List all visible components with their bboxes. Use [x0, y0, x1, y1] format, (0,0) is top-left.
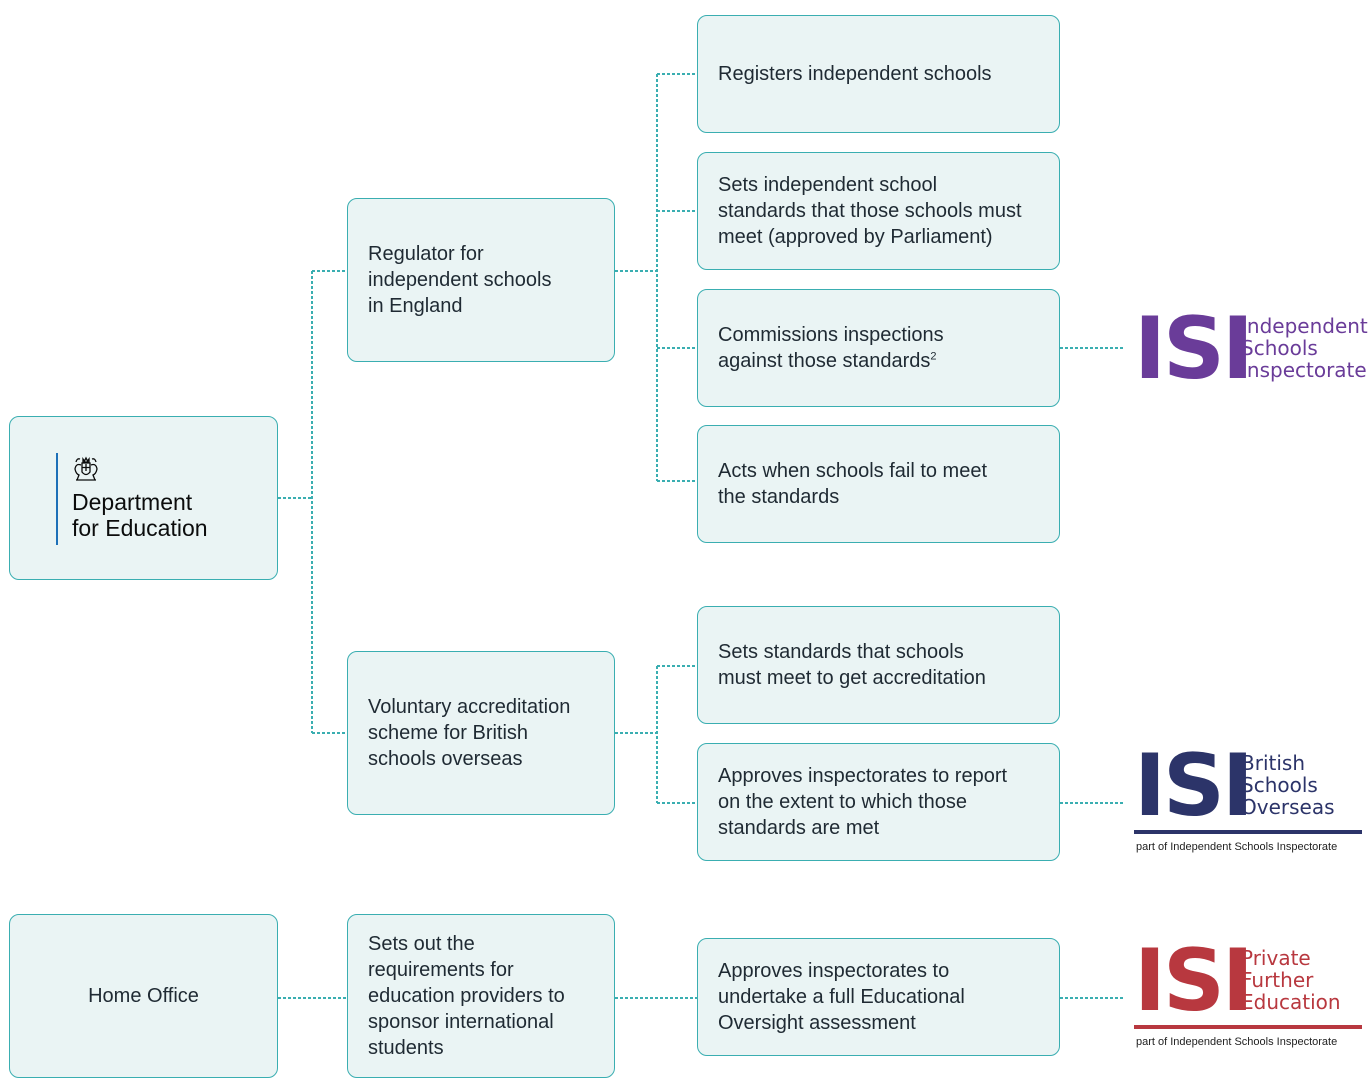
bso-subtitle: part of Independent Schools Inspectorate [1136, 841, 1338, 853]
pfe-mark: ISI [1134, 931, 1254, 1031]
sets-requirements-label: Sets out the requirements for education … [368, 933, 565, 1059]
pfe-subtitle: part of Independent Schools Inspectorate [1136, 1036, 1338, 1048]
voluntary-accreditation-box: Voluntary accreditation scheme for Briti… [347, 651, 615, 815]
regulator-label: Regulator for independent schools in Eng… [368, 243, 552, 317]
footnote-marker: 2 [930, 350, 937, 363]
bso-mark: ISI [1134, 736, 1254, 836]
dfe-logo: Department for Education [56, 453, 208, 545]
bso-name: British Schools Overseas [1241, 751, 1335, 819]
sets-standards-box: Sets independent school standards that t… [697, 152, 1060, 270]
educational-oversight-box: Approves inspectorates to undertake a fu… [697, 938, 1060, 1056]
commissions-box: Commissions inspections against those st… [697, 289, 1060, 407]
home-office-box: Home Office [9, 914, 278, 1078]
isi-name: Independent Schools Inspectorate [1241, 314, 1368, 382]
educational-oversight-label: Approves inspectorates to undertake a fu… [718, 960, 965, 1034]
approves-inspectorates-box: Approves inspectorates to report on the … [697, 743, 1060, 861]
commissions-label: Commissions inspections against those st… [718, 322, 944, 374]
acts-label: Acts when schools fail to meet the stand… [718, 460, 988, 508]
voluntary-accreditation-label: Voluntary accreditation scheme for Briti… [368, 696, 571, 770]
sets-standards-label: Sets independent school standards that t… [718, 174, 1022, 248]
home-office-label: Home Office [88, 985, 199, 1007]
royal-coat-of-arms-icon [74, 456, 98, 481]
pfe-rule [1134, 1025, 1362, 1029]
registers-label: Registers independent schools [718, 63, 992, 85]
acts-box: Acts when schools fail to meet the stand… [697, 425, 1060, 543]
registers-box: Registers independent schools [697, 15, 1060, 133]
commissions-text: Commissions inspections against those st… [718, 324, 944, 372]
bso-rule [1134, 830, 1362, 834]
isi-mark: ISI [1134, 299, 1254, 399]
accreditation-standards-box: Sets standards that schools must meet to… [697, 606, 1060, 724]
regulator-box: Regulator for independent schools in Eng… [347, 198, 615, 362]
accreditation-standards-label: Sets standards that schools must meet to… [718, 641, 986, 689]
dfe-name: Department for Education [72, 489, 208, 541]
pfe-name: Private Further Education [1241, 946, 1341, 1014]
sets-requirements-box: Sets out the requirements for education … [347, 914, 615, 1078]
approves-inspectorates-label: Approves inspectorates to report on the … [718, 765, 1008, 839]
dfe-box: Department for Education [9, 416, 278, 580]
